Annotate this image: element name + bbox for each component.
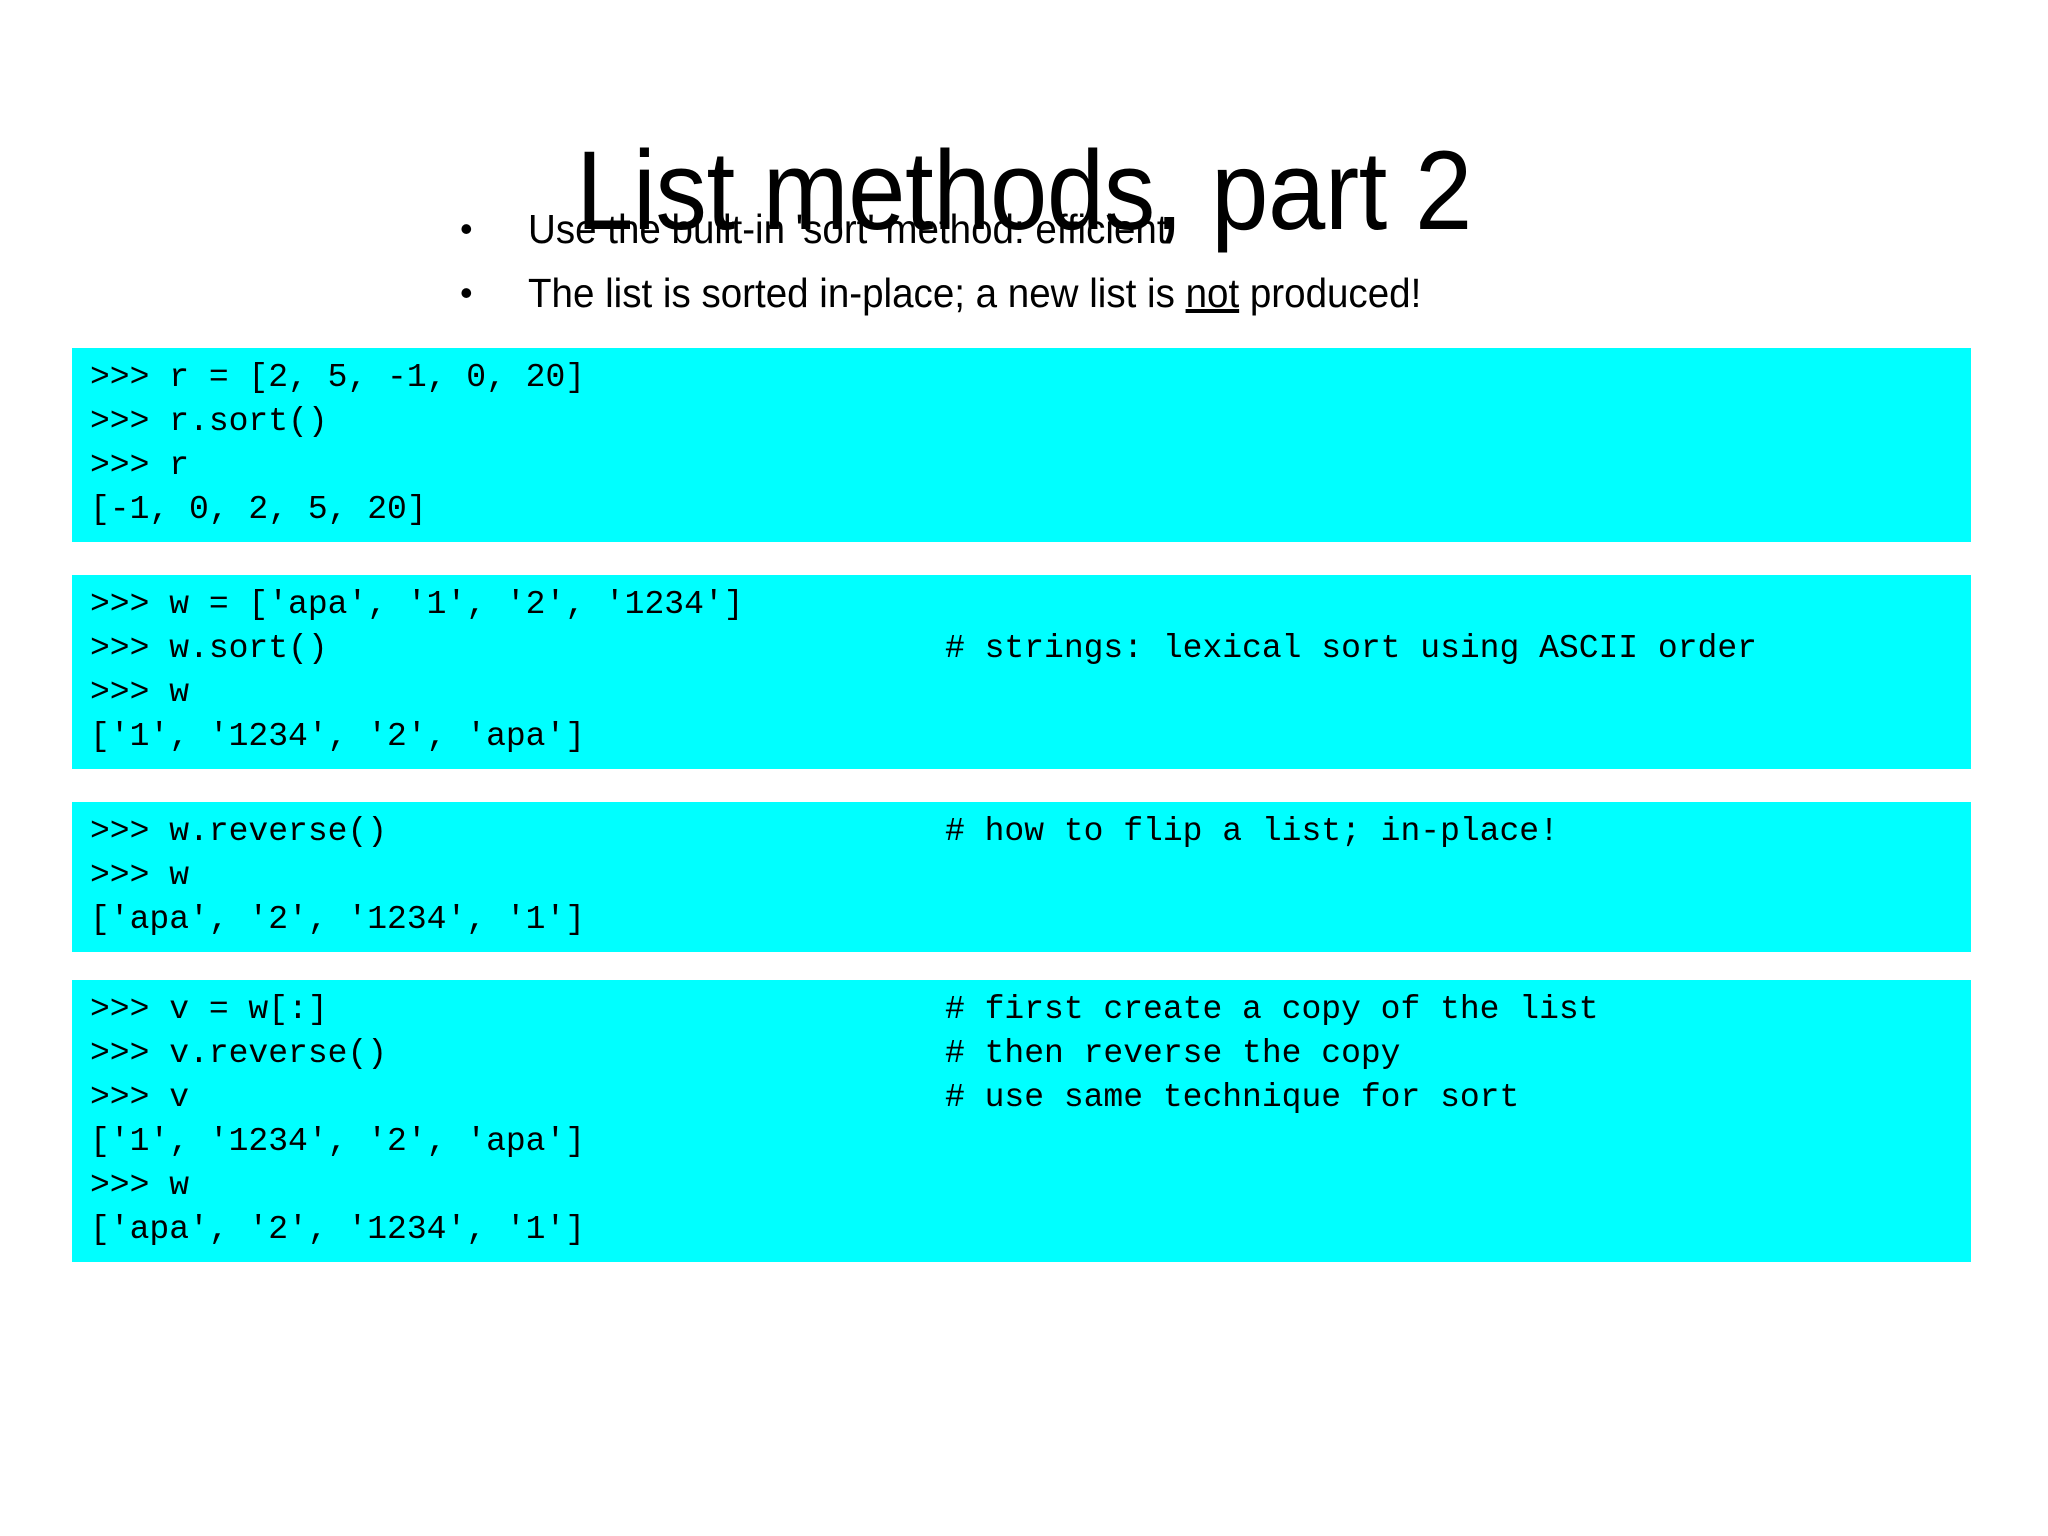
- code-line: >>> r = [2, 5, -1, 0, 20]: [72, 356, 1971, 400]
- code-text: ['1', '1234', '2', 'apa']: [90, 718, 586, 755]
- code-comment: # how to flip a list; in-place!: [945, 813, 1559, 850]
- bullet-point-icon: •: [460, 208, 473, 249]
- code-text: >>> r = [2, 5, -1, 0, 20]: [90, 359, 586, 396]
- code-line: >>> w: [72, 854, 1971, 898]
- code-text: >>> r.sort(): [90, 403, 328, 440]
- bullet-item-2: • The list is sorted in-place; a new lis…: [452, 269, 1652, 319]
- bullet-list: • Use the built-in 'sort' method: effici…: [452, 205, 1652, 333]
- bullet-item-1-text: Use the built-in 'sort' method: efficien…: [528, 206, 1168, 252]
- code-line: >>> r: [72, 444, 1971, 488]
- code-text: >>> w = ['apa', '1', '2', '1234']: [90, 586, 744, 623]
- code-line: [-1, 0, 2, 5, 20]: [72, 488, 1971, 532]
- code-text: >>> w: [90, 857, 190, 894]
- bullet-item-1-label: Use the built-in 'sort' method: efficien…: [528, 205, 1585, 253]
- code-text: >>> v.reverse(): [90, 1035, 388, 1072]
- bullet-item-1: • Use the built-in 'sort' method: effici…: [452, 205, 1652, 255]
- code-line: >>> v = w[:] # first create a copy of th…: [72, 988, 1971, 1032]
- code-comment: # strings: lexical sort using ASCII orde…: [945, 630, 1757, 667]
- bullet-item-2-emphasis: not: [1185, 270, 1240, 316]
- code-text: >>> v = w[:]: [90, 991, 328, 1028]
- code-comment: # first create a copy of the list: [945, 991, 1599, 1028]
- code-line: ['1', '1234', '2', 'apa']: [72, 1120, 1971, 1164]
- code-text: >>> r: [90, 447, 190, 484]
- code-line: >>> w.reverse() # how to flip a list; in…: [72, 810, 1971, 854]
- code-text: ['apa', '2', '1234', '1']: [90, 1211, 586, 1248]
- code-text: >>> w.sort(): [90, 630, 328, 667]
- bullet-item-2-label: The list is sorted in-place; a new list …: [528, 269, 1585, 317]
- code-text: >>> w.reverse(): [90, 813, 388, 850]
- code-line: >>> w: [72, 671, 1971, 715]
- page-title: List methods, part 2: [576, 128, 1472, 254]
- code-line: >>> w = ['apa', '1', '2', '1234']: [72, 583, 1971, 627]
- code-line: ['1', '1234', '2', 'apa']: [72, 715, 1971, 759]
- code-line: ['apa', '2', '1234', '1']: [72, 898, 1971, 942]
- bullet-item-2-text-after: produced!: [1239, 270, 1422, 316]
- code-line: >>> r.sort(): [72, 400, 1971, 444]
- code-comment: # then reverse the copy: [945, 1035, 1401, 1072]
- code-line: >>> v.reverse() # then reverse the copy: [72, 1032, 1971, 1076]
- code-line: ['apa', '2', '1234', '1']: [72, 1208, 1971, 1252]
- code-line: >>> v # use same technique for sort: [72, 1076, 1971, 1120]
- code-text: ['1', '1234', '2', 'apa']: [90, 1123, 586, 1160]
- code-text: >>> w: [90, 1167, 190, 1204]
- code-text: >>> v: [90, 1079, 190, 1116]
- bullet-item-2-text-before: The list is sorted in-place; a new list …: [528, 270, 1186, 316]
- bullet-point-icon: •: [460, 272, 473, 313]
- code-line: >>> w: [72, 1164, 1971, 1208]
- code-block-reverse-in-place: >>> w.reverse() # how to flip a list; in…: [72, 802, 1971, 952]
- code-block-sort-numbers: >>> r = [2, 5, -1, 0, 20] >>> r.sort() >…: [72, 348, 1971, 542]
- code-block-sort-strings: >>> w = ['apa', '1', '2', '1234'] >>> w.…: [72, 575, 1971, 769]
- code-text: [-1, 0, 2, 5, 20]: [90, 491, 427, 528]
- code-line: >>> w.sort() # strings: lexical sort usi…: [72, 627, 1971, 671]
- code-block-copy-then-reverse: >>> v = w[:] # first create a copy of th…: [72, 980, 1971, 1262]
- code-text: >>> w: [90, 674, 190, 711]
- code-text: ['apa', '2', '1234', '1']: [90, 901, 586, 938]
- code-comment: # use same technique for sort: [945, 1079, 1520, 1116]
